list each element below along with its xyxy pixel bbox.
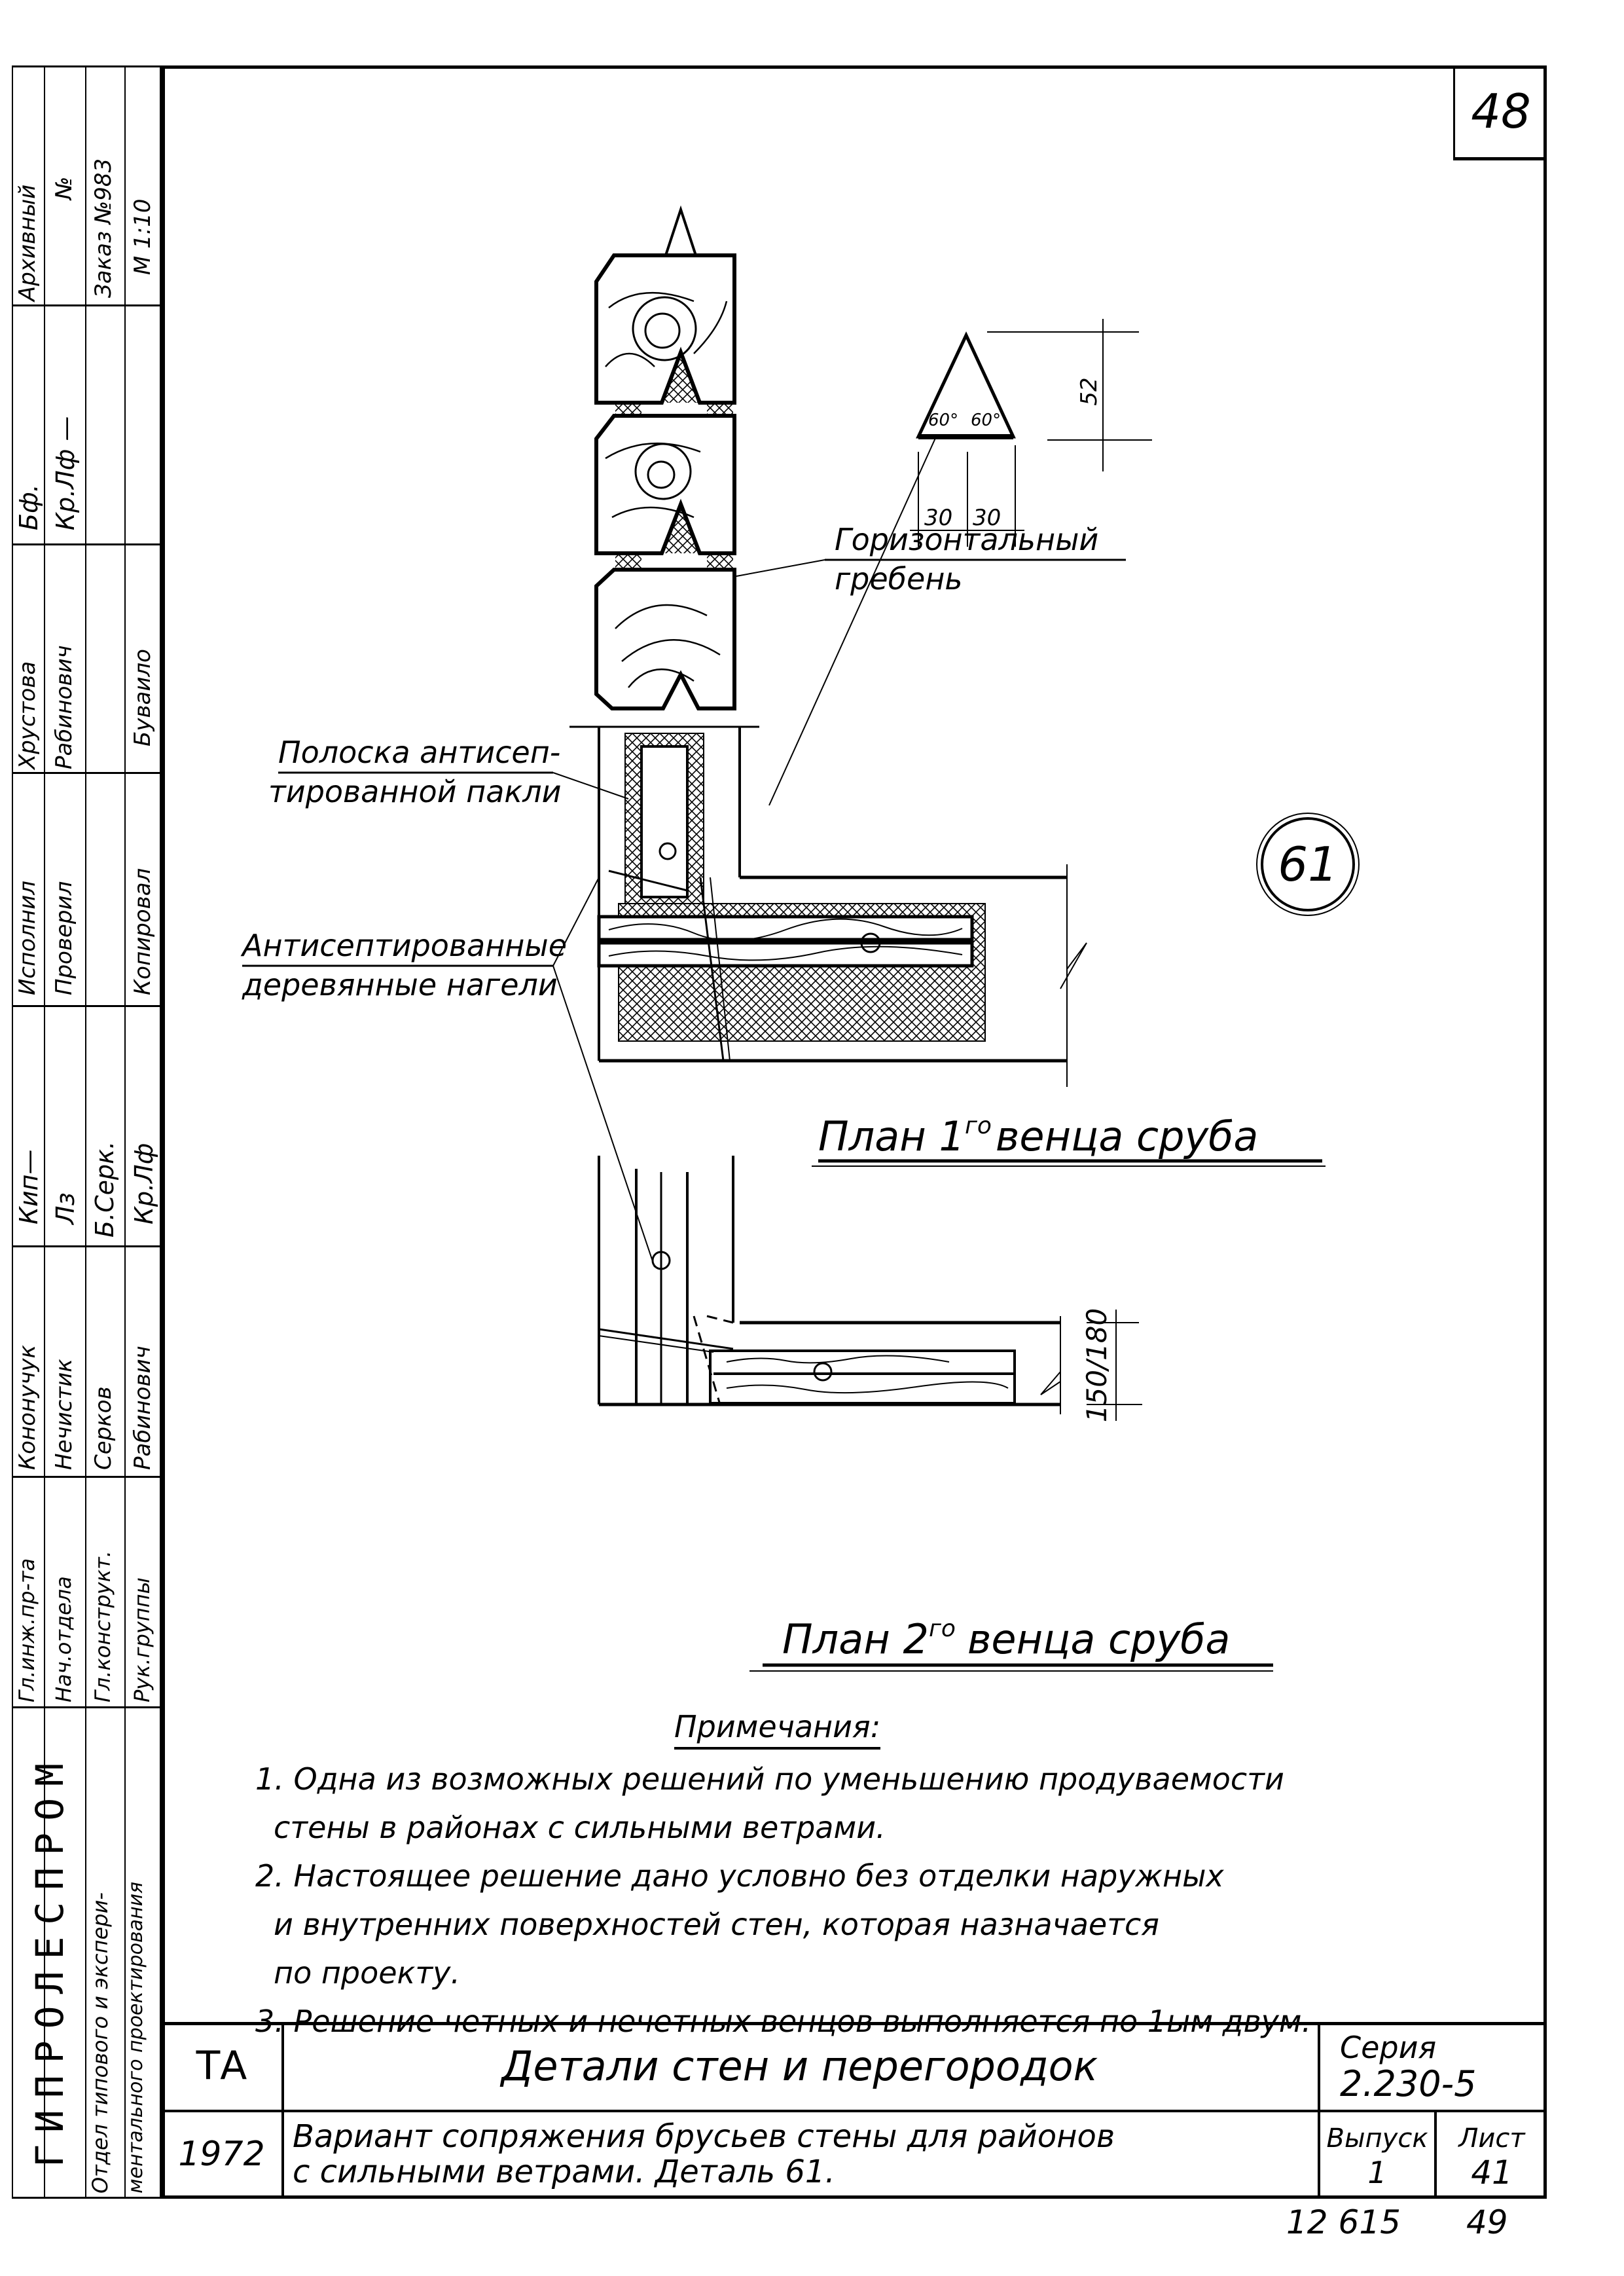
- log-section-stack: [594, 205, 736, 710]
- ridge-label-line-2: гребень: [835, 561, 963, 597]
- note-1: 1. Одна из возможных решений по уменьшен…: [255, 1761, 1284, 1797]
- series-value: 2.230-5: [1340, 2063, 1477, 2104]
- series-cell: Серия 2.230-5: [1320, 2022, 1547, 2110]
- dowel-label-line-1: Антисептированные: [240, 928, 567, 963]
- subtitle-line-1: Вариант сопряжения брусьев стены для рай…: [293, 2118, 1115, 2155]
- ridge-half-width-left: 30: [924, 505, 952, 531]
- detail-marker-number: 61: [1278, 837, 1338, 892]
- tb-divider: [1318, 2022, 1320, 2199]
- plan-1-title: План 1говенца сруба: [818, 1112, 1258, 1160]
- dowel-label-line-2: деревянные нагели: [242, 967, 558, 1002]
- corner-sheet-number: 48: [1453, 65, 1547, 160]
- strip-divider: [12, 65, 162, 67]
- sheet-label: Лист: [1458, 2123, 1525, 2154]
- notes-title: Примечания:: [674, 1709, 881, 1750]
- note-3: 3. Решение четных и нечетных венцов выпо…: [255, 2004, 1312, 2039]
- strip-divider: [12, 1005, 162, 1007]
- tb-divider: [281, 2022, 284, 2199]
- strip-divider: [12, 1476, 162, 1478]
- strip-divider: [12, 2197, 162, 2199]
- title-block: ТА 1972 Детали стен и перегородок Вариан…: [162, 2022, 1547, 2199]
- plan-2-corner: [598, 1156, 1142, 1421]
- strip-divider: [12, 772, 162, 774]
- note-2: 2. Настоящее решение дано условно без от…: [255, 1858, 1224, 1894]
- project-code: ТА: [196, 2043, 247, 2089]
- notes-list: 1. Одна из возможных решений по уменьшен…: [255, 1755, 1311, 2046]
- issue-value: 1: [1367, 2155, 1387, 2190]
- drawing-title: Детали стен и перегородок: [501, 2042, 1098, 2090]
- plan-1-corner: [569, 725, 1087, 1087]
- series-label: Серия: [1340, 2030, 1437, 2065]
- detail-marker: [1256, 813, 1360, 916]
- strip-divider: [12, 65, 13, 2199]
- sheet-frame: [162, 65, 1547, 2199]
- archive-number: 12 615: [1286, 2203, 1401, 2241]
- stamp-strip: Архивный № Заказ №983 М 1:10 Бф. Кр.Лф —…: [12, 65, 163, 2199]
- strip-divider: [12, 304, 162, 306]
- tow-label-line-1: Полоска антисеп-: [278, 735, 560, 770]
- issue-cell: Выпуск 1: [1320, 2112, 1434, 2199]
- strip-divider: [44, 65, 45, 2199]
- ridge-angle-right: 60°: [971, 411, 1001, 430]
- strip-divider: [124, 65, 126, 2199]
- issue-label: Выпуск: [1326, 2123, 1428, 2154]
- subtitle-line-2: с сильными ветрами. Деталь 61.: [293, 2154, 835, 2190]
- drawing-subtitle: Вариант сопряжения брусьев стены для рай…: [293, 2110, 1318, 2199]
- strip-divider: [160, 65, 163, 2199]
- ridge-profile-detail: [768, 319, 1152, 806]
- strip-divider: [85, 65, 86, 2199]
- ridge-half-width-right: 30: [973, 505, 1001, 531]
- strip-divider: [12, 543, 162, 545]
- ridge-label-line-1: Горизонтальный: [835, 522, 1098, 557]
- ridge-leader: [736, 559, 1126, 577]
- archive-sheet: 49: [1466, 2203, 1508, 2241]
- tb-divider: [1434, 2110, 1437, 2199]
- ridge-height-dim: 52: [1076, 377, 1102, 405]
- project-year: 1972: [178, 2135, 265, 2174]
- sheet-cell: Лист 41: [1437, 2112, 1547, 2199]
- ridge-angle-left: 60°: [928, 411, 958, 430]
- beam-dimension: 150/180: [1081, 1308, 1113, 1422]
- note-1-cont: стены в районах с сильными ветрами.: [274, 1810, 886, 1845]
- sheet-value: 41: [1471, 2154, 1513, 2192]
- note-2-cont: и внутренних поверхностей стен, которая …: [274, 1907, 1159, 1942]
- strip-divider: [12, 1706, 162, 1708]
- tow-label-line-2: тированной пакли: [268, 774, 562, 809]
- note-2-cont-2: по проекту.: [274, 1955, 460, 1991]
- tb-border: [162, 2110, 1547, 2112]
- tb-border: [162, 2022, 1547, 2025]
- strip-divider: [12, 1245, 162, 1247]
